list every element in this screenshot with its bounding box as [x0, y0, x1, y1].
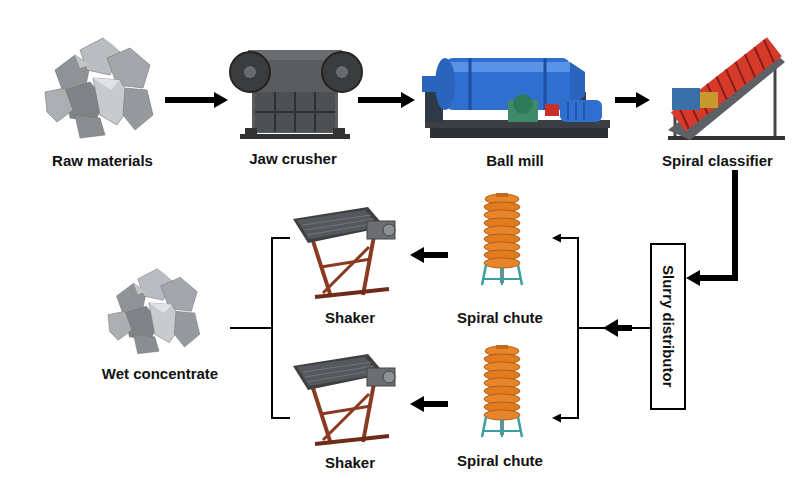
flow-arrow: [424, 401, 448, 407]
ball-mill-art: [575, 102, 577, 120]
spiral-classifier-art: [668, 37, 785, 140]
product-node: Wet concentrate: [90, 265, 230, 383]
equipment-node: Spiral chute: [448, 340, 552, 470]
spiral-classifier-art: [750, 47, 770, 70]
jaw-crusher-art: [230, 52, 270, 92]
flow-arrow: [424, 252, 448, 258]
jaw-crusher-art: [230, 50, 362, 139]
spiral-classifier-art: [774, 60, 777, 138]
ball-mill-art: [445, 62, 570, 72]
ball-mill-art: [435, 58, 455, 110]
node-label: Ball mill: [486, 152, 544, 170]
jaw-crusher-art: [336, 66, 348, 78]
ball-mill-art: [469, 58, 472, 110]
equipment-node: Ball mill: [415, 45, 615, 170]
spiral-classifier-art: [672, 88, 700, 110]
node-label: Spiral chute: [457, 309, 543, 327]
node-label: Jaw crusher: [249, 150, 337, 168]
jaw-crusher-art: [255, 92, 335, 132]
spiral-chute-art: [482, 193, 522, 285]
flow-arrow-decor: [616, 325, 632, 331]
spiral-classifier-art: [731, 62, 751, 85]
spiral-classifier-art: [671, 37, 782, 131]
equipment-node: Spiral classifier: [650, 45, 785, 170]
equipment-node: Shaker: [290, 205, 410, 327]
equipment-node: Spiral chute: [448, 192, 552, 327]
concentrate-art: [108, 269, 200, 354]
equipment-node: Shaker: [290, 352, 410, 472]
ball-mill-art: [545, 104, 559, 116]
flow-arrow: [358, 97, 401, 103]
flow-arrow: [615, 97, 636, 103]
jaw-crusher-art: [322, 52, 362, 92]
flow-arrow: [165, 97, 214, 103]
flow-arrow: [561, 328, 650, 418]
spiral-chute-art: [482, 345, 522, 437]
ball-mill-art: [513, 94, 533, 114]
ball-mill-art: [560, 100, 602, 122]
jaw-crusher-art: [244, 66, 256, 78]
spiral-classifier-art: [671, 37, 782, 131]
ball-mill-art: [445, 58, 570, 110]
node-label: Spiral classifier: [662, 152, 773, 170]
jaw-crusher-art: [240, 134, 350, 139]
ball-mill-art: [422, 58, 610, 138]
flow-arrow-decor: [603, 319, 618, 337]
flow-arrow-decor: [603, 319, 632, 337]
node-label: Spiral chute: [457, 452, 543, 470]
spiral-classifier-art: [700, 92, 718, 108]
ball-mill-art: [567, 102, 569, 120]
ball-mill-art: [544, 58, 547, 110]
equipment-node: Raw materials: [40, 45, 165, 170]
shaking-table-art: [293, 207, 395, 297]
equipment-node: Jaw crusher: [228, 45, 358, 168]
jaw-crusher-art: [255, 111, 335, 113]
node-label: Slurry distributor: [658, 265, 678, 388]
flow-arrow: [230, 238, 290, 328]
node-label: Wet concentrate: [102, 365, 218, 383]
node-label: Shaker: [325, 454, 375, 472]
node-label: Shaker: [325, 309, 375, 327]
shaking-table-art: [293, 354, 395, 444]
flow-arrow: [561, 238, 650, 328]
node-label: Raw materials: [52, 152, 153, 170]
distributor-box: Slurry distributor: [650, 243, 686, 410]
ball-mill-art: [430, 128, 608, 138]
ball-mill-art: [583, 102, 585, 120]
ball-mill-art: [570, 62, 585, 106]
spiral-classifier-art: [759, 40, 779, 63]
spiral-classifier-art: [740, 54, 760, 77]
raw-ore-art: [45, 38, 153, 138]
flow-arrow: [700, 170, 735, 278]
spiral-classifier-art: [721, 69, 741, 92]
flow-arrow: [230, 328, 290, 418]
